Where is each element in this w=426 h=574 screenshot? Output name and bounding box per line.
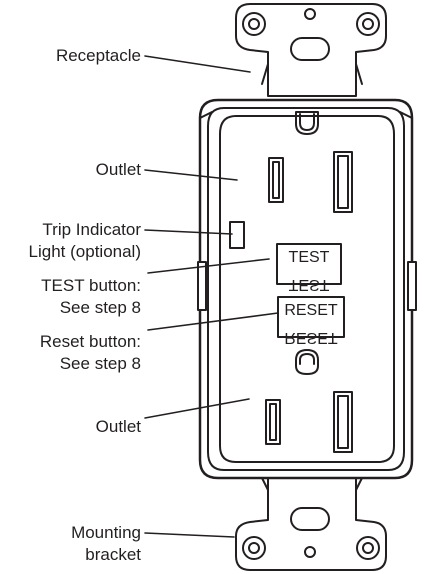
bottom-strap-small-hole (304, 546, 316, 558)
receptacle-label: Receptacle (56, 45, 141, 67)
receptacle-body (197, 98, 417, 480)
right-side-terminal (407, 261, 417, 311)
reset-button-callout-line2: See step 8 (59, 354, 141, 373)
reset-button-leader (147, 312, 279, 331)
bottom-outlet-label-text: Outlet (95, 417, 141, 436)
bottom-outlet (265, 349, 353, 453)
top-outlet (268, 111, 353, 213)
top-ground-hole (295, 111, 319, 135)
mounting-bracket-leader (144, 532, 235, 538)
test-button-label: TEST (289, 249, 330, 266)
reset-button-label: RESET (284, 302, 338, 319)
mounting-bracket-label-line1: Mounting (71, 523, 141, 542)
reset-button-callout-line1: Reset button: (39, 332, 141, 351)
bottom-strap-slot (290, 507, 330, 531)
top-right-screw-hole (356, 12, 380, 36)
reset-button[interactable]: RESET RESET (277, 296, 345, 346)
bottom-outlet-label: Outlet (96, 416, 141, 438)
top-neutral-slot (268, 157, 284, 203)
top-outlet-label: Outlet (96, 159, 141, 181)
reset-button-callout: Reset button: See step 8 (40, 331, 141, 375)
test-button[interactable]: TEST TEST (276, 243, 342, 293)
bottom-right-screw-hole (356, 536, 380, 560)
test-button-callout-line1: TEST button: (41, 276, 141, 295)
bottom-mounting-strap (235, 477, 387, 571)
test-button-callout-line2: See step 8 (59, 298, 141, 317)
mounting-bracket-label-line2: bracket (85, 545, 141, 564)
bottom-neutral-slot (265, 399, 281, 445)
trip-indicator-leader (144, 229, 233, 235)
receptacle-label-text: Receptacle (55, 46, 141, 65)
bottom-left-screw-hole (242, 536, 266, 560)
bottom-ground-hole (295, 349, 319, 375)
top-strap-slot (290, 37, 330, 61)
test-button-callout: TEST button: See step 8 (41, 275, 141, 319)
receptacle-leader (144, 55, 251, 73)
trip-indicator-light (229, 221, 245, 249)
test-button-leader (147, 258, 270, 274)
top-mounting-strap (235, 3, 387, 97)
trip-indicator-label: Trip Indicator Light (optional) (29, 219, 141, 263)
trip-indicator-label-line1: Trip Indicator (42, 220, 141, 239)
top-left-screw-hole (242, 12, 266, 36)
bottom-outlet-leader (144, 398, 250, 419)
bottom-hot-slot (333, 391, 353, 453)
top-hot-slot (333, 151, 353, 213)
trip-indicator-label-line2: Light (optional) (28, 242, 141, 261)
reset-button-mirrored-label: RESET (284, 329, 338, 346)
leader-lines (144, 55, 279, 538)
mounting-bracket-label: Mounting bracket (71, 522, 141, 566)
test-button-mirrored-label: TEST (289, 276, 330, 293)
top-strap-small-hole (304, 8, 316, 20)
top-outlet-leader (144, 169, 238, 181)
left-side-terminal (197, 261, 207, 311)
top-outlet-label-text: Outlet (95, 160, 141, 179)
